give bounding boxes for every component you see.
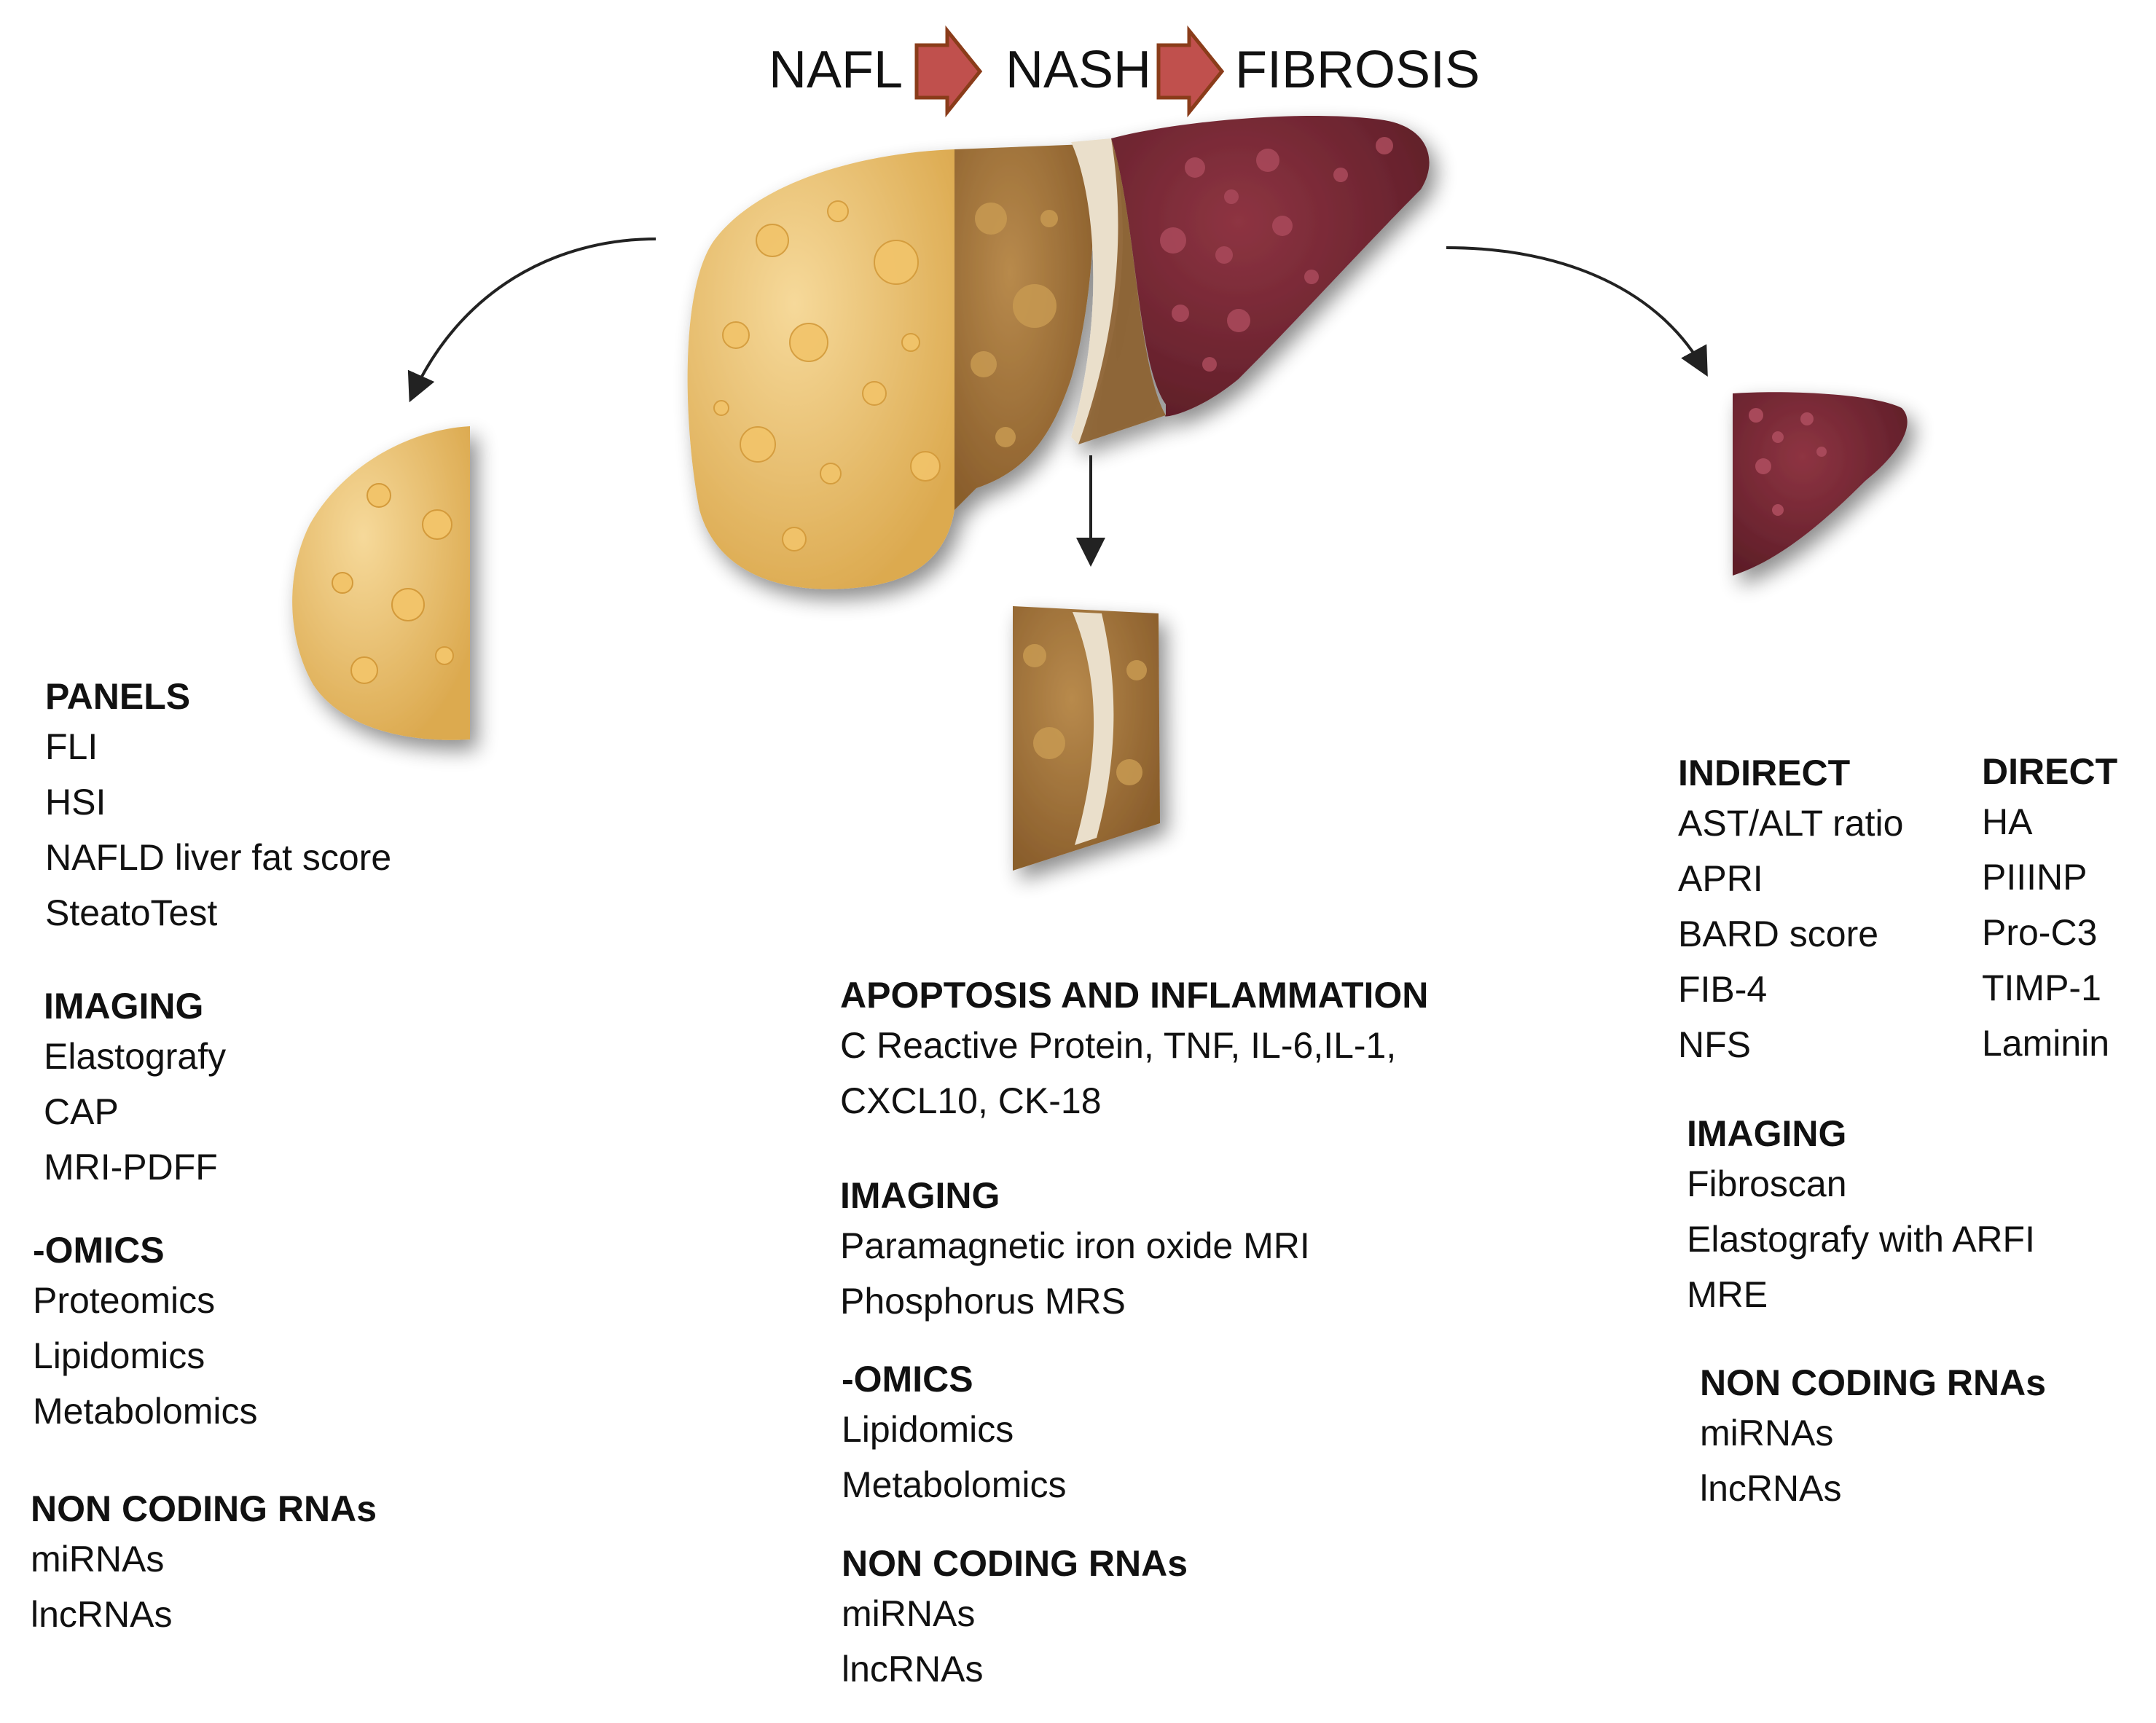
list-item: miRNAs [1700, 1413, 1834, 1453]
fibrosis-ncrna-block: NON CODING RNAs miRNAs lncRNAs [1700, 1360, 2046, 1516]
nash-apoptosis-block: APOPTOSIS AND INFLAMMATION C Reactive Pr… [840, 973, 1428, 1129]
progression-arrow-2-icon [1156, 25, 1225, 118]
list-item: Metabolomics [33, 1391, 258, 1432]
list-item: Fibroscan [1687, 1163, 1847, 1204]
nafl-liver-section [292, 426, 470, 740]
section-heading: NON CODING RNAs [842, 1543, 1188, 1584]
list-item: NFS [1678, 1024, 1751, 1065]
stage-label-nafl: NAFL [769, 41, 903, 99]
list-item: miRNAs [31, 1539, 165, 1579]
nash-liver-section [1013, 606, 1160, 871]
section-heading: DIRECT [1982, 751, 2118, 792]
nafl-ncrna-block: NON CODING RNAs miRNAs lncRNAs [31, 1486, 377, 1642]
list-item: Lipidomics [842, 1409, 1014, 1450]
list-item: FLI [45, 726, 98, 767]
list-item: MRE [1687, 1274, 1768, 1315]
list-item: CXCL10, CK-18 [840, 1080, 1102, 1121]
list-item: FIB-4 [1678, 969, 1768, 1010]
list-item: Metabolomics [842, 1464, 1067, 1505]
list-item: CAP [44, 1091, 119, 1132]
fibrosis-imaging-block: IMAGING Fibroscan Elastografy with ARFI … [1687, 1111, 2035, 1322]
list-item: APRI [1678, 858, 1763, 899]
list-item: lncRNAs [31, 1594, 173, 1635]
progression-arrow-1-icon [914, 25, 983, 118]
nash-omics-block: -OMICS Lipidomics Metabolomics [842, 1357, 1066, 1512]
list-item: AST/ALT ratio [1678, 803, 1904, 844]
fibrosis-liver-section [1733, 392, 1908, 576]
list-item: TIMP-1 [1982, 968, 2101, 1008]
list-item: Lipidomics [33, 1335, 205, 1376]
list-item: Elastografy with ARFI [1687, 1219, 2035, 1260]
section-heading: PANELS [45, 676, 191, 717]
list-item: Pro-C3 [1982, 912, 2098, 953]
nash-imaging-block: IMAGING Paramagnetic iron oxide MRI Phos… [840, 1173, 1310, 1329]
nash-ncrna-block: NON CODING RNAs miRNAs lncRNAs [842, 1541, 1188, 1697]
section-heading: -OMICS [842, 1359, 973, 1400]
nafl-omics-block: -OMICS Proteomics Lipidomics Metabolomic… [33, 1228, 257, 1439]
list-item: SteatoTest [45, 892, 218, 933]
list-item: miRNAs [842, 1593, 976, 1634]
section-heading: IMAGING [1687, 1113, 1847, 1154]
list-item: Proteomics [33, 1280, 216, 1321]
section-heading: NON CODING RNAs [1700, 1362, 2047, 1403]
stage-label-nash: NASH [1006, 41, 1152, 99]
arrow-to-fibrosis-icon [1446, 246, 1708, 377]
stage-label-fibrosis: FIBROSIS [1235, 41, 1481, 99]
arrow-to-nafl-icon [407, 238, 656, 403]
list-item: lncRNAs [1700, 1468, 1842, 1509]
list-item: Phosphorus MRS [840, 1281, 1126, 1322]
section-heading: IMAGING [840, 1175, 1000, 1216]
section-heading: INDIRECT [1678, 753, 1851, 793]
list-item: Elastografy [44, 1036, 227, 1077]
section-heading: IMAGING [44, 986, 204, 1027]
list-item: Laminin [1982, 1023, 2110, 1064]
list-item: PIIINP [1982, 857, 2088, 898]
list-item: C Reactive Protein, TNF, IL-6,IL-1, [840, 1025, 1397, 1066]
list-item: MRI-PDFF [44, 1147, 218, 1188]
list-item: BARD score [1678, 914, 1879, 954]
list-item: HA [1982, 801, 2033, 842]
nafl-panels-block: PANELS FLI HSI NAFLD liver fat score Ste… [45, 674, 391, 941]
section-heading: -OMICS [33, 1230, 165, 1271]
list-item: lncRNAs [842, 1649, 984, 1689]
fibrosis-direct-block: DIRECT HA PIIINP Pro-C3 TIMP-1 Laminin [1982, 749, 2117, 1071]
section-heading: APOPTOSIS AND INFLAMMATION [840, 975, 1429, 1016]
list-item: HSI [45, 782, 106, 823]
main-liver-illustration [687, 116, 1430, 589]
section-heading: NON CODING RNAs [31, 1488, 377, 1529]
nafl-imaging-block: IMAGING Elastografy CAP MRI-PDFF [44, 984, 226, 1195]
list-item: NAFLD liver fat score [45, 837, 392, 878]
list-item: Paramagnetic iron oxide MRI [840, 1225, 1310, 1266]
fibrosis-indirect-block: INDIRECT AST/ALT ratio APRI BARD score F… [1678, 750, 1903, 1072]
